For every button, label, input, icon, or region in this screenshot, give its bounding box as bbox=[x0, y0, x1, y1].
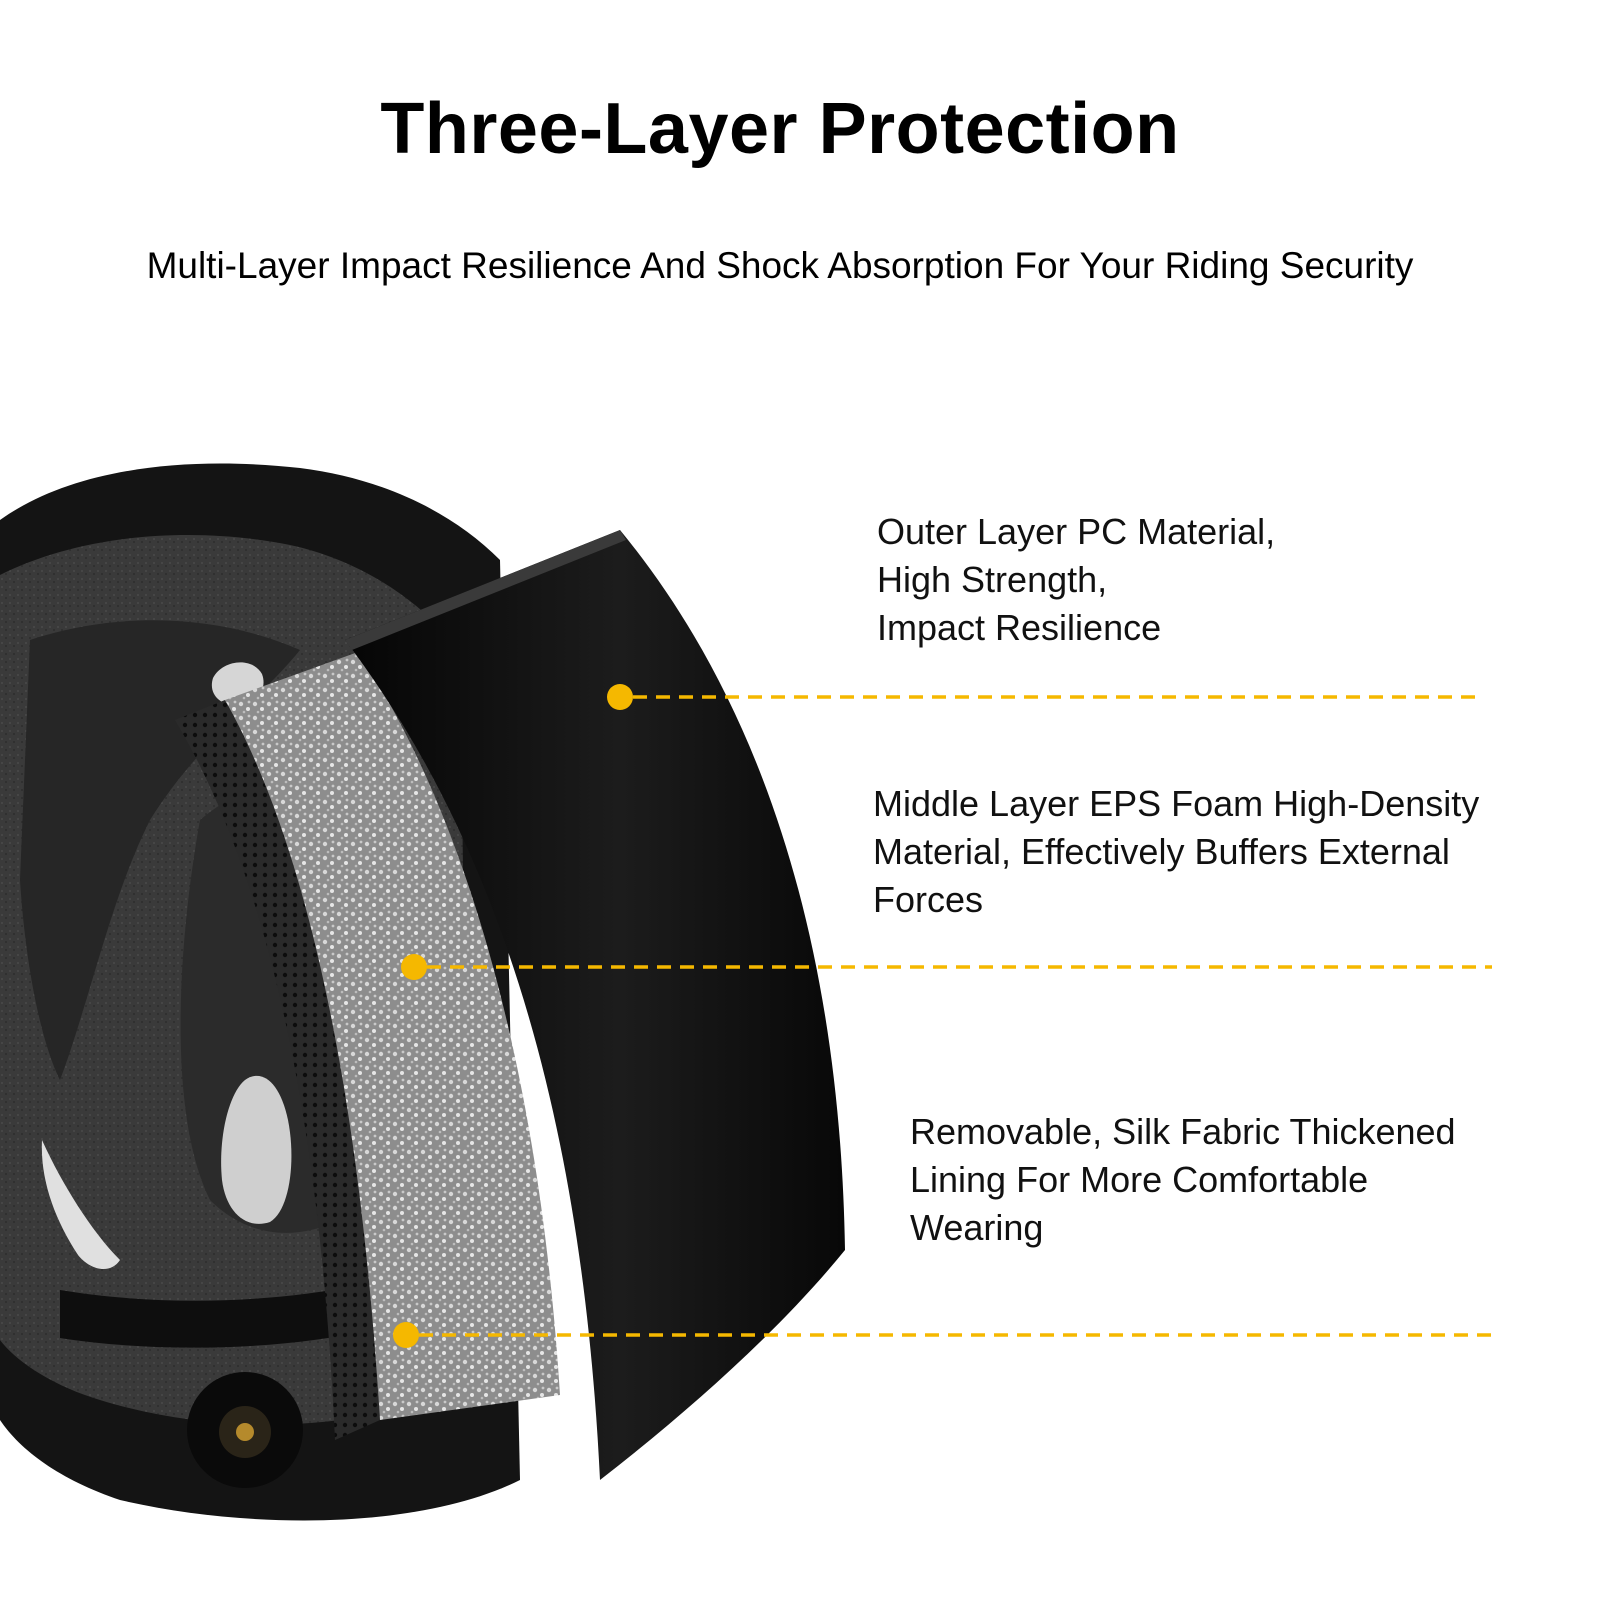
callout-line: High Strength, bbox=[877, 559, 1108, 600]
shell-edge-highlight bbox=[345, 530, 626, 650]
callout-connector-outer bbox=[607, 684, 1478, 710]
page-subtitle: Multi-Layer Impact Resilience And Shock … bbox=[146, 245, 1414, 286]
vent-opening-icon bbox=[221, 1075, 292, 1224]
vent-opening-icon bbox=[41, 1140, 120, 1270]
callout-line: Lining For More Comfortable bbox=[910, 1159, 1369, 1200]
callout-line: Wearing bbox=[910, 1207, 1044, 1248]
callout-line: Impact Resilience bbox=[877, 607, 1162, 648]
callout-connector-middle bbox=[401, 954, 1492, 980]
mesh-lining-layer-icon bbox=[175, 700, 380, 1440]
page-title: Three-Layer Protection bbox=[380, 89, 1180, 169]
callout-line: Removable, Silk Fabric Thickened bbox=[910, 1111, 1456, 1152]
callout-line: Forces bbox=[873, 879, 984, 920]
dial-logo-icon bbox=[236, 1423, 254, 1441]
retention-strap-icon bbox=[60, 1285, 372, 1348]
callout-line: Material, Effectively Buffers External bbox=[873, 831, 1450, 872]
callout-inner-layer: Removable, Silk Fabric Thickened Lining … bbox=[910, 1108, 1456, 1252]
callout-connector-inner bbox=[393, 1322, 1492, 1348]
callout-line: Middle Layer EPS Foam High-Density bbox=[873, 783, 1480, 824]
pc-outer-shell-icon bbox=[345, 530, 845, 1480]
padding-rib-icon bbox=[20, 620, 300, 1080]
eps-foam-layer-icon bbox=[225, 652, 560, 1420]
callout-middle-layer: Middle Layer EPS Foam High-Density Mater… bbox=[873, 780, 1479, 924]
callout-outer-layer: Outer Layer PC Material, High Strength, … bbox=[877, 508, 1275, 652]
callout-line: Outer Layer PC Material, bbox=[877, 511, 1276, 552]
